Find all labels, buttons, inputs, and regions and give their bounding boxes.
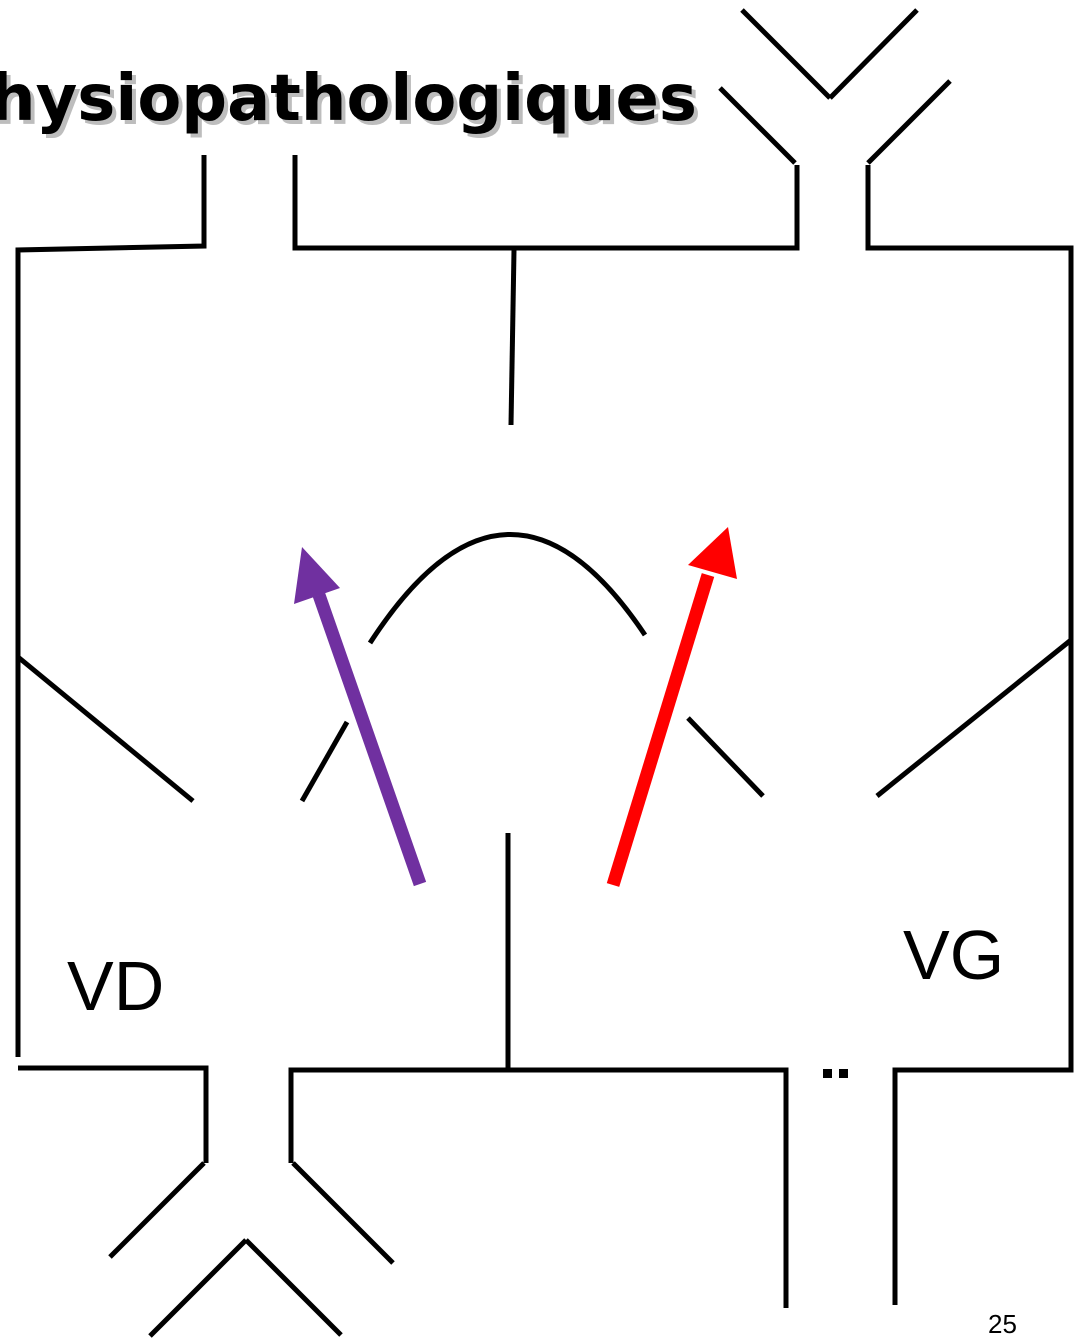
top-right-branch-v-left — [740, 8, 832, 100]
right-flow-arrow — [294, 547, 427, 887]
left-flow-arrow — [606, 527, 737, 887]
central-arc — [367, 532, 648, 645]
bottom-left-wall — [18, 1065, 209, 1163]
slide-title-group: hysiopathologiques hysiopathologiques — [0, 62, 701, 140]
top-center-pipe-left-wall — [292, 155, 800, 251]
label-vg: VG — [903, 916, 1004, 994]
top-right-branch-inner-left — [718, 86, 797, 165]
bottom-center-wall — [288, 1067, 789, 1308]
right-inner-valve-line — [686, 716, 765, 798]
heart-outline — [15, 8, 1074, 1338]
small-mark-dot-1 — [823, 1069, 832, 1078]
top-right-branch-v-right — [828, 8, 919, 100]
bottom-left-branch-v-left — [148, 1238, 248, 1338]
top-left-pipe-left-wall — [15, 155, 207, 1057]
right-mitral-line — [875, 638, 1073, 798]
small-mark-dot-2 — [839, 1069, 848, 1078]
top-right-pipe-right-wall — [865, 165, 1074, 1305]
small-mark — [823, 1069, 848, 1078]
bottom-left-branch-v-right — [244, 1238, 343, 1337]
right-flow-arrow-shaft — [312, 592, 427, 887]
left-tricuspid-line — [16, 655, 195, 803]
slide-title-shadow: hysiopathologiques — [0, 66, 701, 140]
slide-title: hysiopathologiques — [0, 62, 697, 136]
bottom-left-branch-outer-left — [108, 1161, 206, 1259]
right-flow-arrow-head — [294, 547, 340, 604]
left-inner-valve-line — [299, 720, 350, 803]
bottom-left-branch-outer-right — [291, 1161, 395, 1265]
upper-septum-line — [508, 249, 517, 426]
page-number: 25 — [988, 1309, 1017, 1338]
label-vd: VD — [67, 947, 164, 1025]
top-right-branch-inner-right — [866, 79, 952, 165]
left-flow-arrow-shaft — [606, 573, 715, 887]
left-flow-arrow-head — [688, 527, 737, 579]
